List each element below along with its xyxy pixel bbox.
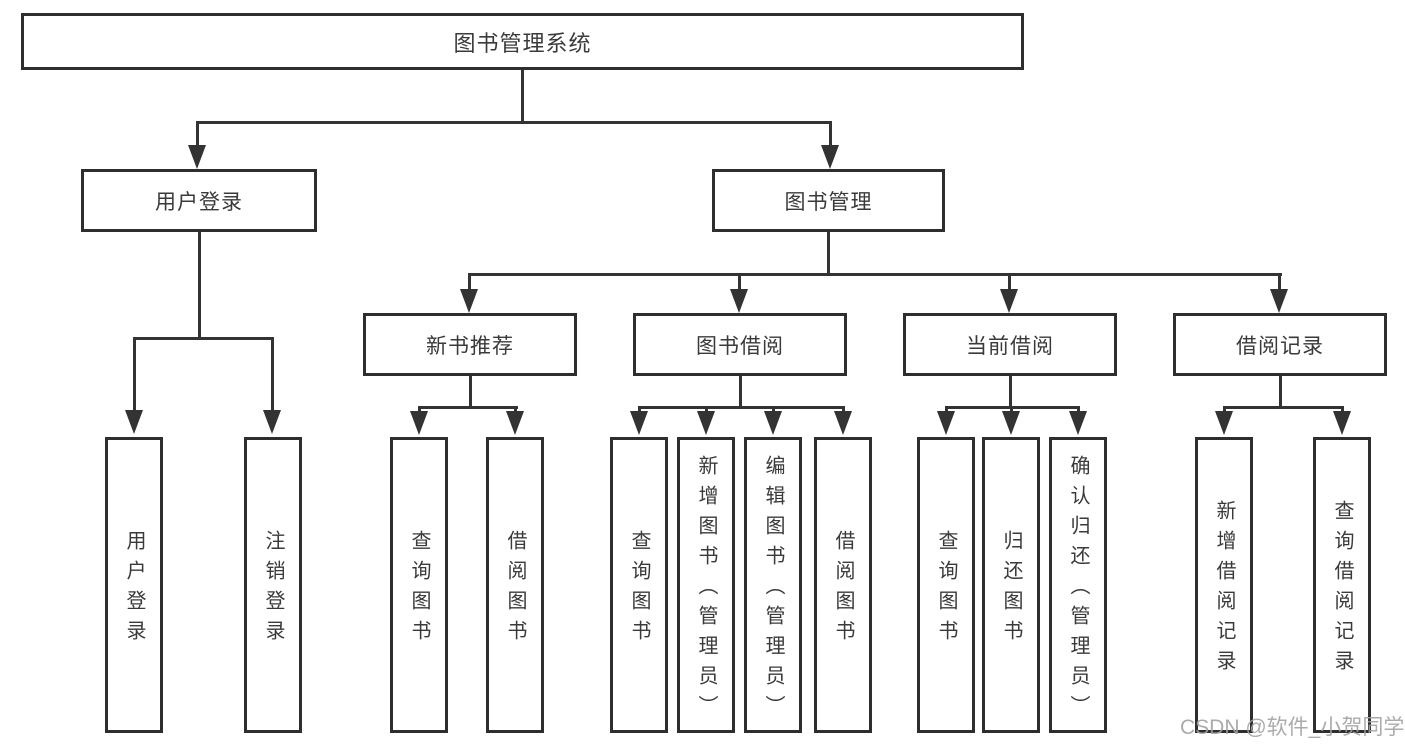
arrowhead-down-icon [1333, 411, 1351, 435]
leaf-edit-book-admin: 编辑图书（管理员） [744, 437, 802, 733]
connector-line [196, 121, 832, 124]
connector-line [1279, 376, 1282, 406]
connector-line [468, 273, 1282, 276]
node-new-book-recommendation: 新书推荐 [363, 313, 577, 376]
leaf-return-books: 归还图书 [982, 437, 1040, 733]
leaf-add-book-admin: 新增图书（管理员） [677, 437, 735, 733]
arrowhead-down-icon [764, 411, 782, 435]
connector-line [827, 232, 830, 273]
arrowhead-down-icon [630, 411, 648, 435]
connector-line [945, 406, 948, 412]
connector-line [196, 121, 199, 146]
connector-line [1278, 273, 1281, 290]
leaf-query-books-recommend: 查询图书 [390, 437, 448, 733]
leaf-borrow-books: 借阅图书 [814, 437, 872, 733]
node-library-management-system: 图书管理系统 [21, 13, 1024, 70]
connector-line [468, 273, 471, 290]
arrowhead-down-icon [188, 145, 206, 169]
connector-line [1223, 406, 1344, 409]
arrowhead-down-icon [125, 410, 143, 434]
node-book-borrowing: 图书借阅 [633, 313, 847, 376]
leaf-confirm-return-admin: 确认归还（管理员） [1049, 437, 1107, 733]
leaf-logout-login: 注销登录 [244, 437, 302, 733]
arrowhead-down-icon [1000, 289, 1018, 313]
connector-line [705, 406, 708, 412]
connector-line [772, 406, 775, 412]
connector-line [638, 406, 845, 409]
connector-line [1008, 273, 1011, 290]
connector-line [418, 406, 421, 412]
leaf-query-books-current: 查询图书 [917, 437, 975, 733]
node-book-management: 图书管理 [712, 169, 945, 232]
connector-line [521, 70, 524, 121]
arrowhead-down-icon [460, 289, 478, 313]
leaf-query-borrow-record: 查询借阅记录 [1313, 437, 1371, 733]
connector-line [469, 376, 472, 406]
leaf-user-login: 用户登录 [105, 437, 163, 733]
connector-line [1009, 376, 1012, 406]
arrowhead-down-icon [1002, 411, 1020, 435]
arrowhead-down-icon [937, 411, 955, 435]
arrowhead-down-icon [834, 411, 852, 435]
connector-line [133, 337, 274, 340]
connector-line [1341, 406, 1344, 412]
connector-line [739, 376, 742, 406]
connector-line [829, 121, 832, 146]
arrowhead-down-icon [410, 411, 428, 435]
leaf-borrow-books-recommend: 借阅图书 [486, 437, 544, 733]
arrowhead-down-icon [263, 410, 281, 434]
connector-line [514, 406, 517, 412]
connector-line [418, 406, 518, 409]
node-user-login: 用户登录 [81, 169, 317, 232]
arrowhead-down-icon [506, 411, 524, 435]
arrowhead-down-icon [697, 411, 715, 435]
connector-line [271, 337, 274, 411]
connector-line [738, 273, 741, 290]
arrowhead-down-icon [1069, 411, 1087, 435]
leaf-add-borrow-record: 新增借阅记录 [1195, 437, 1253, 733]
connector-line [842, 406, 845, 412]
node-borrowing-records: 借阅记录 [1173, 313, 1387, 376]
leaf-query-books-borrow: 查询图书 [610, 437, 668, 733]
arrowhead-down-icon [1270, 289, 1288, 313]
connector-line [638, 406, 641, 412]
connector-line [133, 337, 136, 411]
connector-line [1223, 406, 1226, 412]
arrowhead-down-icon [1215, 411, 1233, 435]
arrowhead-down-icon [821, 145, 839, 169]
csdn-watermark: CSDN @软件_小贺同学 [1180, 716, 1405, 739]
connector-line [1010, 406, 1013, 412]
connector-line [1077, 406, 1080, 412]
connector-line [198, 232, 201, 337]
arrowhead-down-icon [730, 289, 748, 313]
node-current-borrowing: 当前借阅 [903, 313, 1117, 376]
